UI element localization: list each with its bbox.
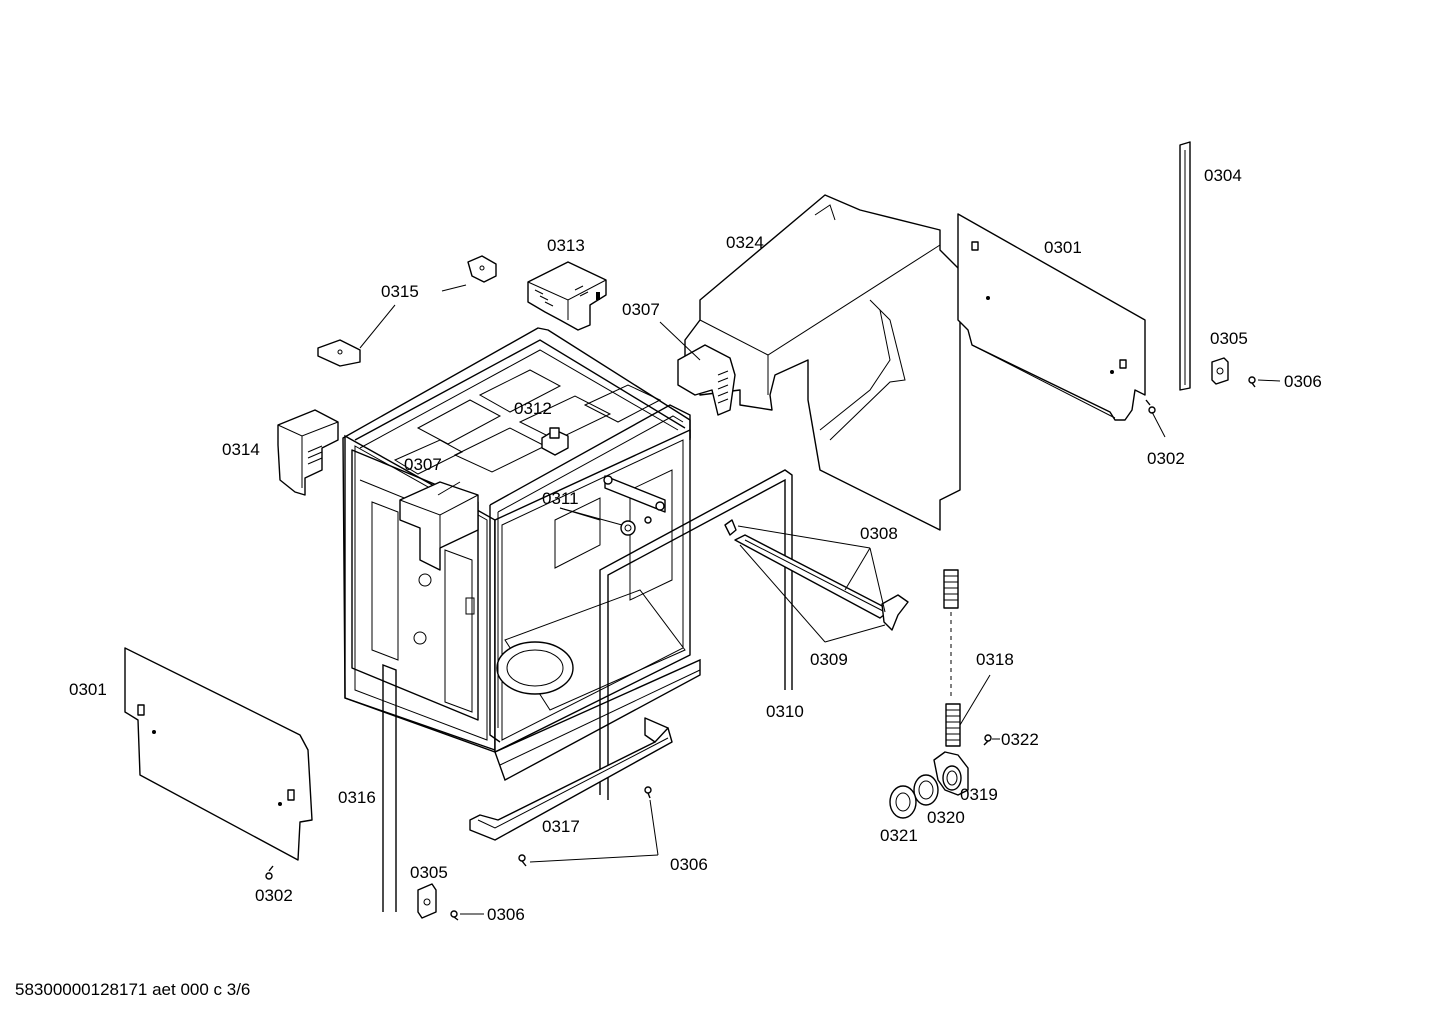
part-0304-strip (1179, 141, 1191, 391)
part-0301-side-panel-right (957, 213, 1146, 421)
dishwasher-tub (342, 327, 701, 782)
part-0312-clip (541, 427, 569, 456)
label-0317: 0317 (542, 817, 580, 836)
part-0307-bracket-top (677, 344, 736, 416)
label-0315: 0315 (381, 282, 419, 301)
leader-lines (359, 284, 1281, 915)
part-0314-cover (277, 409, 339, 496)
label-0314: 0314 (222, 440, 260, 459)
label-0304: 0304 (1204, 166, 1242, 185)
part-0302-screw-top (1145, 399, 1156, 414)
label-0319: 0319 (960, 785, 998, 804)
part-0315-bracket-b (317, 339, 361, 367)
part-0313-cover (527, 261, 607, 331)
label-0308: 0308 (860, 524, 898, 543)
part-0316-strip (382, 663, 397, 912)
label-0305-top: 0305 (1210, 329, 1248, 348)
label-0309: 0309 (810, 650, 848, 669)
part-0320-ring (913, 774, 939, 806)
label-0321: 0321 (880, 826, 918, 845)
label-0310: 0310 (766, 702, 804, 721)
part-0301-side-panel-left (124, 647, 313, 861)
label-0302-bottom: 0302 (255, 886, 293, 905)
part-0318-hose (943, 569, 961, 747)
label-0302-top: 0302 (1147, 449, 1185, 468)
part-0311-bracket (603, 475, 666, 536)
label-0312: 0312 (514, 399, 552, 418)
label-0301-top: 0301 (1044, 238, 1082, 257)
label-0306-lowest: 0306 (487, 905, 525, 924)
part-0308-rail (724, 519, 909, 631)
part-0317-rail (469, 717, 673, 841)
part-0306-screw-bottom (450, 910, 459, 921)
label-0305-bottom: 0305 (410, 863, 448, 882)
label-0313: 0313 (547, 236, 585, 255)
document-reference: 58300000128171 aet 000 c 3/6 (15, 980, 251, 999)
label-0306-bottom: 0306 (670, 855, 708, 874)
label-0307-mid: 0307 (404, 455, 442, 474)
part-0306-screw-mid-b (518, 854, 527, 867)
label-0307-top: 0307 (622, 300, 660, 319)
part-0307-bracket-mid (399, 481, 479, 571)
part-0319-elbow (933, 751, 969, 796)
part-0305-clip-bottom (417, 883, 437, 919)
part-0315-bracket-a (467, 255, 497, 283)
part-labels: 0304 0301 0324 0313 0315 0307 0305 0306 … (69, 166, 1322, 924)
label-0316: 0316 (338, 788, 376, 807)
label-0322: 0322 (1001, 730, 1039, 749)
label-0318: 0318 (976, 650, 1014, 669)
label-0320: 0320 (927, 808, 965, 827)
label-0311: 0311 (542, 489, 579, 508)
part-0305-clip-top (1211, 357, 1229, 385)
label-0324: 0324 (726, 233, 764, 252)
part-0322-screw (983, 734, 992, 746)
part-0306-screw-mid-a (644, 786, 652, 799)
part-0302-screw-bottom (265, 865, 274, 880)
part-0310-seal-frame (599, 469, 793, 800)
part-0321-nut (889, 785, 917, 819)
label-0306-top: 0306 (1284, 372, 1322, 391)
part-0306-screw-top (1248, 376, 1256, 388)
label-0301-left: 0301 (69, 680, 107, 699)
